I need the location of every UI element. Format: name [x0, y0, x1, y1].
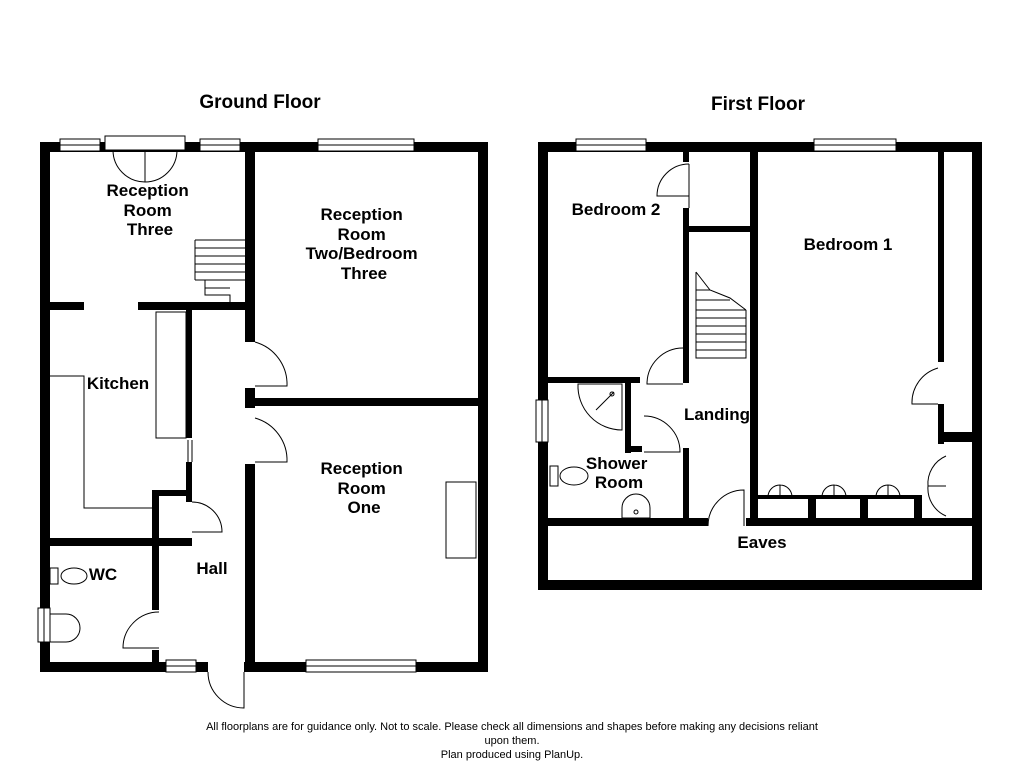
- door: [656, 163, 690, 197]
- door: [254, 417, 288, 463]
- basin-icon: [49, 613, 81, 643]
- wall-reception-one-top: [245, 398, 488, 406]
- disclaimer-line-1: All floorplans are for guidance only. No…: [206, 721, 818, 733]
- door: [707, 489, 745, 527]
- room-label-wc: WC: [89, 565, 117, 584]
- ground-left-wall: [40, 142, 50, 672]
- room-label-landing: Landing: [684, 405, 750, 424]
- kitchen-unit: [155, 311, 187, 439]
- shower-tray-icon: [577, 383, 623, 431]
- door: [927, 455, 947, 487]
- door: [911, 367, 939, 405]
- toilet-icon: [60, 567, 88, 585]
- front-door: [207, 671, 245, 709]
- french-doors: [104, 135, 186, 151]
- door: [254, 341, 288, 387]
- first-floor-staircase: [695, 271, 747, 359]
- door: [643, 415, 681, 453]
- first-top-wall: [538, 142, 982, 152]
- wall-bedroom-one-left: [750, 142, 758, 522]
- ground-bottom-wall-left: [40, 662, 208, 672]
- room-label-eaves: Eaves: [737, 533, 786, 552]
- ground-right-wall: [478, 142, 488, 672]
- wardrobe-doors: [875, 484, 901, 498]
- first-left-wall: [538, 142, 548, 590]
- toilet-icon: [559, 466, 589, 486]
- room-label-reception-two: Reception Room Two/Bedroom Three: [306, 205, 423, 283]
- first-right-wall: [972, 142, 982, 590]
- room-label-shower-room: Shower Room: [586, 454, 652, 492]
- door: [191, 501, 223, 533]
- room-label-reception-three: Reception Room Three: [107, 181, 194, 239]
- door: [646, 347, 684, 385]
- ground-staircase: [194, 239, 249, 310]
- wardrobe-doors: [767, 484, 793, 498]
- room-label-bedroom-two: Bedroom 2: [572, 200, 661, 219]
- wardrobe-doors: [821, 484, 847, 498]
- room-label-bedroom-one: Bedroom 1: [804, 235, 893, 254]
- basin-icon: [621, 493, 651, 519]
- first-bottom-wall: [538, 580, 982, 590]
- fireplace: [445, 481, 477, 559]
- kitchen-counter: [50, 375, 152, 509]
- disclaimer-line-3: Plan produced using PlanUp.: [440, 749, 584, 761]
- wall-reception-divider: [245, 142, 255, 342]
- ground-floor-plan: Ground Floor: [37, 92, 488, 709]
- room-label-reception-one: Reception Room One: [321, 459, 408, 517]
- disclaimer-line-2: upon them.: [484, 735, 540, 747]
- first-floor-plan: First Floor: [535, 94, 982, 590]
- ground-floor-title: Ground Floor: [199, 92, 321, 113]
- ground-top-wall: [40, 142, 488, 152]
- first-floor-title: First Floor: [711, 94, 806, 115]
- room-label-hall: Hall: [196, 559, 227, 578]
- door: [122, 611, 160, 649]
- room-label-kitchen: Kitchen: [87, 374, 149, 393]
